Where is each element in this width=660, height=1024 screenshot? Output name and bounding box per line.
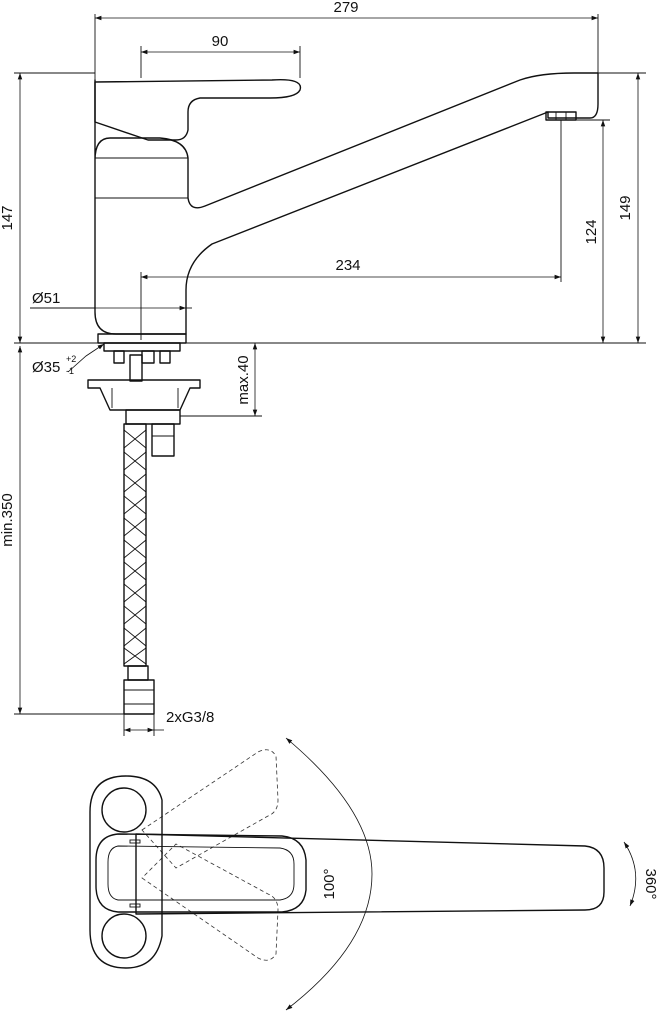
spout-top — [135, 833, 605, 915]
dim-body-height: 147 — [0, 205, 16, 230]
lever-swing-lower — [141, 843, 279, 961]
lever-handle — [94, 79, 302, 141]
angle-spout-rotation: 360° — [642, 868, 659, 899]
spout-rotation-arc — [623, 841, 637, 907]
extension-lines — [14, 14, 646, 736]
angle-lever-swing: 100° — [321, 868, 338, 899]
dim-spout-height: 124 — [583, 219, 600, 244]
dim-hole-tol-minus: -1 — [66, 366, 74, 376]
side-view: 279 90 147 149 124 234 Ø51 Ø35 +2 -1 max… — [0, 0, 646, 736]
dim-hole-diameter-group: Ø35 +2 -1 — [32, 354, 76, 376]
lever-top — [95, 833, 307, 913]
braided-hose — [123, 423, 155, 715]
base-ring — [97, 333, 187, 344]
top-view: 100° 360° — [89, 737, 659, 1011]
dim-hole-diameter: Ø35 — [32, 359, 60, 376]
dim-overall-height: 149 — [617, 195, 634, 220]
lever-marker — [129, 903, 141, 908]
dim-body-diameter: Ø51 — [32, 290, 60, 307]
base-hole-upper — [101, 787, 147, 833]
dim-overall-length: 279 — [333, 0, 358, 16]
dim-connection: 2xG3/8 — [166, 709, 214, 726]
base-plate — [89, 775, 163, 969]
dim-max-deck: max.40 — [235, 355, 252, 404]
lever-marker — [129, 839, 141, 844]
dim-spout-reach: 234 — [335, 257, 360, 274]
dim-lever-length: 90 — [212, 33, 229, 50]
dim-hole-tol-plus: +2 — [66, 354, 76, 364]
dim-hose-min: min.350 — [0, 493, 16, 546]
dimension-lines — [17, 15, 641, 733]
aerator — [545, 111, 577, 121]
lever-swing-arc — [285, 737, 373, 1011]
lever-swing-upper — [141, 749, 279, 869]
base-hole-lower — [101, 913, 147, 959]
mounting-assembly — [87, 342, 201, 457]
faucet-body — [94, 72, 599, 335]
